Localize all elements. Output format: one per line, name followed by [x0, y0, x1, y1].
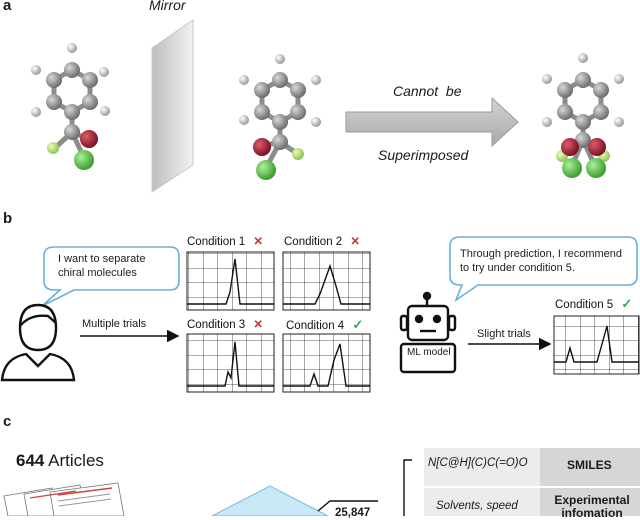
experimental-value-cell — [424, 488, 540, 516]
user-bubble-line-2: chiral molecules — [58, 267, 137, 279]
superimposed-label: Superimposed — [378, 147, 469, 163]
articles-label: Articles — [48, 451, 104, 470]
articles-count: 644 — [16, 451, 45, 470]
condition-4-text: Condition 4 — [286, 320, 345, 332]
molecule-superimposed — [542, 53, 624, 178]
smiles-example: N[C@H](C)C(=O)O — [428, 457, 528, 469]
chromatogram-3 — [186, 333, 275, 393]
user-speech-bubble — [41, 246, 180, 307]
ml-model-label: ML model — [407, 347, 451, 358]
mirror-plane — [151, 19, 194, 193]
data-bracket — [403, 459, 412, 516]
count-label: 25,847 — [335, 507, 371, 519]
condition-2-fail-icon: ✕ — [350, 236, 361, 248]
condition-4-label: Condition 4 ✓ — [286, 317, 363, 333]
chromatogram-2 — [282, 251, 371, 311]
condition-3-fail-icon: ✕ — [253, 319, 264, 331]
condition-1-text: Condition 1 — [187, 236, 246, 248]
panel-a-letter: a — [3, 0, 12, 14]
condition-3-text: Condition 3 — [187, 319, 246, 331]
condition-4-check-icon: ✓ — [352, 317, 364, 332]
mirror-label: Mirror — [149, 0, 186, 13]
article-stack-icon — [3, 482, 125, 516]
panel-b-letter: b — [3, 210, 13, 227]
condition-2-label: Condition 2 ✕ — [284, 234, 360, 248]
panel-c-graphics — [3, 448, 640, 516]
robot-bubble-text: Through prediction, I recommend to try u… — [460, 247, 622, 275]
panel-c-letter: c — [3, 413, 12, 430]
cannot-be-label: Cannot be — [393, 83, 462, 99]
articles-heading: 644 Articles — [16, 451, 104, 471]
panel-a-graphics — [31, 19, 624, 193]
robot-icon — [399, 291, 457, 374]
experimental-header: Experimental infomation — [554, 493, 630, 520]
molecule-left — [31, 43, 110, 170]
condition-2-text: Condition 2 — [284, 236, 343, 248]
condition-1-label: Condition 1 ✕ — [187, 234, 263, 248]
count-callout-line — [317, 500, 378, 512]
robot-speech-bubble — [449, 236, 638, 303]
condition-1-fail-icon: ✕ — [253, 236, 264, 248]
user-bubble-text: I want to separate chiral molecules — [58, 252, 145, 280]
experimental-header-cell — [540, 488, 640, 516]
condition-5-text: Condition 5 — [555, 299, 614, 311]
chromatogram-1 — [186, 251, 275, 311]
chromatogram-5 — [553, 315, 640, 375]
chromatogram-4 — [282, 333, 371, 393]
slight-trials-label: Slight trials — [477, 328, 531, 340]
condition-5-label: Condition 5 ✓ — [555, 296, 632, 312]
condition-5-check-icon: ✓ — [621, 296, 633, 311]
robot-bubble-line-2: to try under condition 5. — [460, 262, 575, 274]
robot-bubble-line-1: Through prediction, I recommend — [460, 248, 623, 260]
smiles-header-cell — [540, 448, 640, 486]
superimpose-arrow — [345, 96, 519, 148]
data-funnel-shape — [211, 485, 329, 516]
user-person-icon — [0, 303, 76, 382]
smiles-header: SMILES — [567, 458, 612, 472]
solvents-label: Solvents, speed — [436, 500, 518, 512]
multiple-trials-label: Multiple trials — [82, 318, 147, 330]
molecule-mirror — [239, 54, 321, 180]
user-bubble-line-1: I want to separate — [58, 253, 146, 265]
condition-3-label: Condition 3 ✕ — [187, 317, 263, 331]
panel-b-graphics — [0, 236, 640, 393]
smiles-value-cell — [424, 448, 540, 486]
